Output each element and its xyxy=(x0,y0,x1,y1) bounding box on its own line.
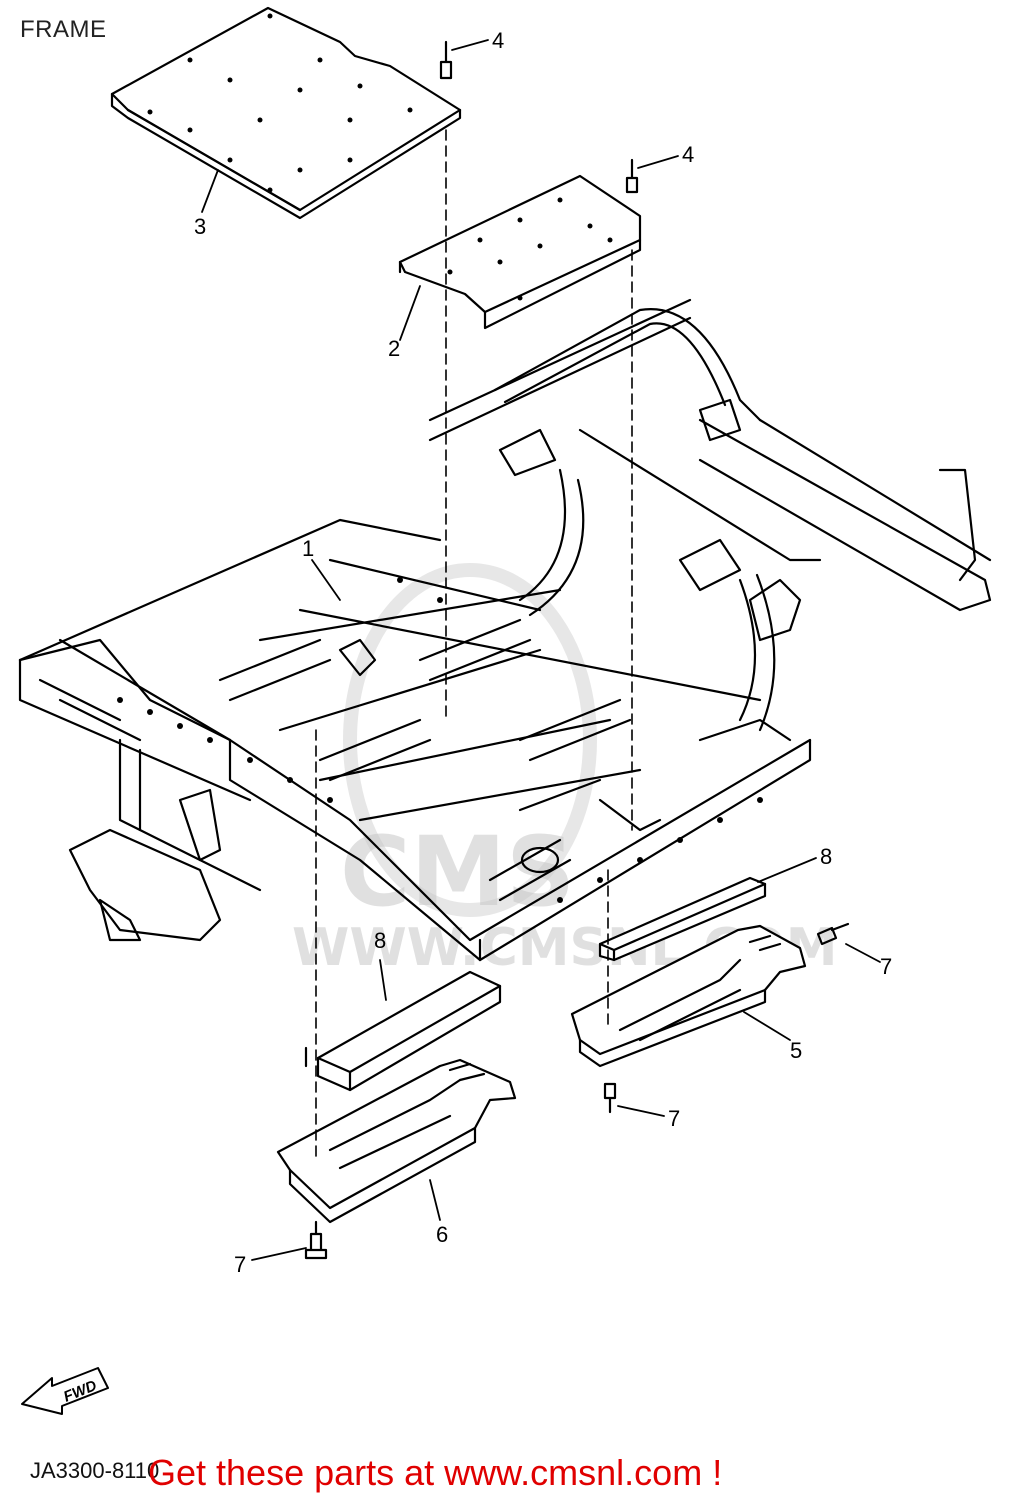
callout-4a: 4 xyxy=(492,28,504,53)
alignment-lines xyxy=(315,129,633,1161)
callouts: 4 4 3 2 1 8 8 7 5 7 6 7 FWD xyxy=(61,28,892,1406)
watermark: CMS WWW.CMSNL.COM xyxy=(292,563,837,978)
part-1-frame xyxy=(18,298,992,962)
callout-1: 1 xyxy=(302,536,314,561)
callout-2: 2 xyxy=(388,336,400,361)
callout-7c: 7 xyxy=(234,1252,246,1277)
part-8-pad-right xyxy=(598,876,767,962)
callout-7a: 7 xyxy=(880,954,892,979)
part-6-side-cover xyxy=(276,1058,517,1224)
drawing-code: JA3300-8110 xyxy=(30,1458,160,1483)
part-2-floor-plate xyxy=(398,174,642,330)
callout-5: 5 xyxy=(790,1038,802,1063)
part-8-pad-left xyxy=(304,970,502,1092)
callout-8b: 8 xyxy=(374,928,386,953)
callout-8a: 8 xyxy=(820,844,832,869)
callout-6: 6 xyxy=(436,1222,448,1247)
promo-banner-link[interactable]: Get these parts at www.cmsnl.com ! xyxy=(148,1452,723,1493)
callout-7b: 7 xyxy=(668,1106,680,1131)
part-3-floor-plate xyxy=(110,6,462,220)
part-5-side-cover xyxy=(570,924,807,1068)
callout-3: 3 xyxy=(194,214,206,239)
part-7-bolt xyxy=(304,922,850,1260)
part-4-rivet xyxy=(439,40,639,194)
callout-4b: 4 xyxy=(682,142,694,167)
fwd-arrow-icon xyxy=(21,1367,109,1415)
page-title: FRAME xyxy=(20,16,107,43)
leader-lines xyxy=(201,39,881,1261)
